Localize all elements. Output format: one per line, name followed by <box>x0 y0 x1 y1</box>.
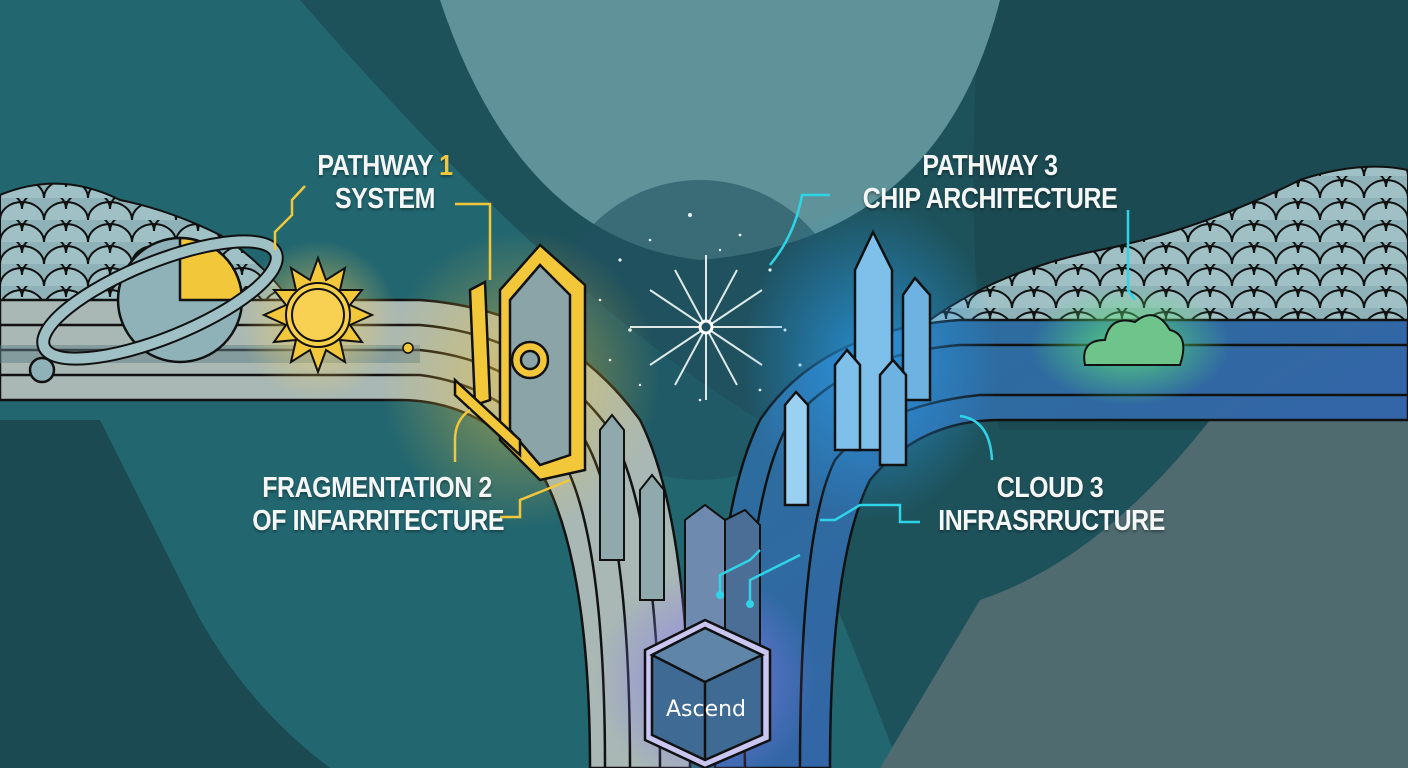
pathway-1-title: PATHWAY <box>317 150 433 182</box>
ringed-planet-icon <box>28 234 284 384</box>
pathway-3-subtitle: CHIP ARCHITECTURE <box>862 183 1118 215</box>
pathway-1-subtitle: SYSTEM <box>335 183 435 215</box>
cloud-infrastructure-label: CLOUD 3 INFRASRRUCTURE <box>938 472 1165 538</box>
cloud-subtitle: INFRASRRUCTURE <box>938 505 1165 537</box>
cloud-title: CLOUD 3 <box>996 472 1104 504</box>
sun-icon <box>261 255 375 375</box>
fragmentation-label: FRAGMENTATION 2 OF INFARRITECTURE <box>252 472 505 538</box>
pathway-1-number: 1 <box>439 150 453 182</box>
golden-crystal-monolith-icon <box>453 243 587 482</box>
blue-crystal-cluster-icon <box>783 229 932 507</box>
pathway-1-label: PATHWAY 1 SYSTEM <box>316 150 454 216</box>
glowing-cloud-icon <box>1083 314 1185 366</box>
ascend-cube-icon <box>643 618 772 768</box>
pathway-3-label: PATHWAY 3 CHIP ARCHITECTURE <box>861 150 1119 216</box>
fragmentation-title: FRAGMENTATION 2 <box>262 472 492 504</box>
fragmentation-subtitle: OF INFARRITECTURE <box>252 505 505 537</box>
leader-lines <box>273 185 1137 600</box>
pathway-3-title: PATHWAY 3 <box>922 150 1058 182</box>
ascend-hub-label: Ascend <box>665 697 747 722</box>
